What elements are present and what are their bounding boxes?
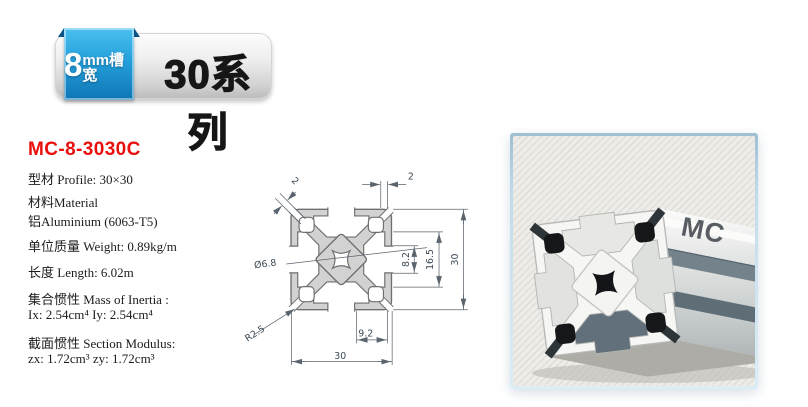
dim-9-2: 9.2 (358, 329, 373, 340)
spec-line: 集合惯性 Mass of Inertia : (28, 292, 169, 307)
dim-corner-2: 2 (289, 175, 301, 187)
photo-content: MC (513, 136, 755, 386)
center-hole (331, 249, 352, 270)
dim-top-2: 2 (408, 171, 414, 182)
profile-cross-section (288, 206, 394, 313)
series-label: 30系列 (164, 52, 252, 155)
dim-width-30: 30 (334, 351, 346, 362)
spec-block: 型材 Profile: 30×30 材料Material 铝Aluminium (6… (28, 168, 273, 378)
spec-line: 材料Material (28, 195, 99, 210)
dimension-lines (254, 181, 468, 365)
spec-line: 铝Aluminium (6063-T5) (28, 214, 158, 229)
spec-line: 型材 Profile: 30×30 (28, 172, 133, 187)
spec-line: zx: 1.72cm³ zy: 1.72cm³ (28, 351, 155, 366)
dimension-labels: 30 16.5 8.2 2 2 Ø6.8 9.2 30 R2.5 (244, 171, 461, 361)
spec-line: Ix: 2.54cm⁴ Iy: 2.54cm⁴ (28, 307, 153, 322)
slot-width-number: 8 (64, 45, 83, 83)
corner-holes (298, 216, 385, 303)
dim-corner-radius: R2.5 (244, 323, 267, 344)
dim-8-2: 8.2 (401, 252, 412, 267)
dim-center-hole: Ø6.8 (254, 258, 277, 272)
profile-technical-drawing: 30 16.5 8.2 2 2 Ø6.8 9.2 30 R2.5 (244, 171, 468, 365)
photo-cross-section (529, 207, 681, 359)
product-photo: MC (510, 133, 758, 389)
model-number: MC-8-3030C (28, 139, 141, 160)
spec-line: 单位质量 Weight: 0.89kg/m (28, 239, 177, 254)
dim-height-30: 30 (450, 254, 461, 266)
dim-16-5: 16.5 (425, 249, 436, 270)
spec-line: 长度 Length: 6.02m (28, 265, 134, 280)
spec-line: 截面惯性 Section Modulus: (28, 336, 176, 351)
slot-width-label: mm槽宽 (82, 52, 125, 84)
